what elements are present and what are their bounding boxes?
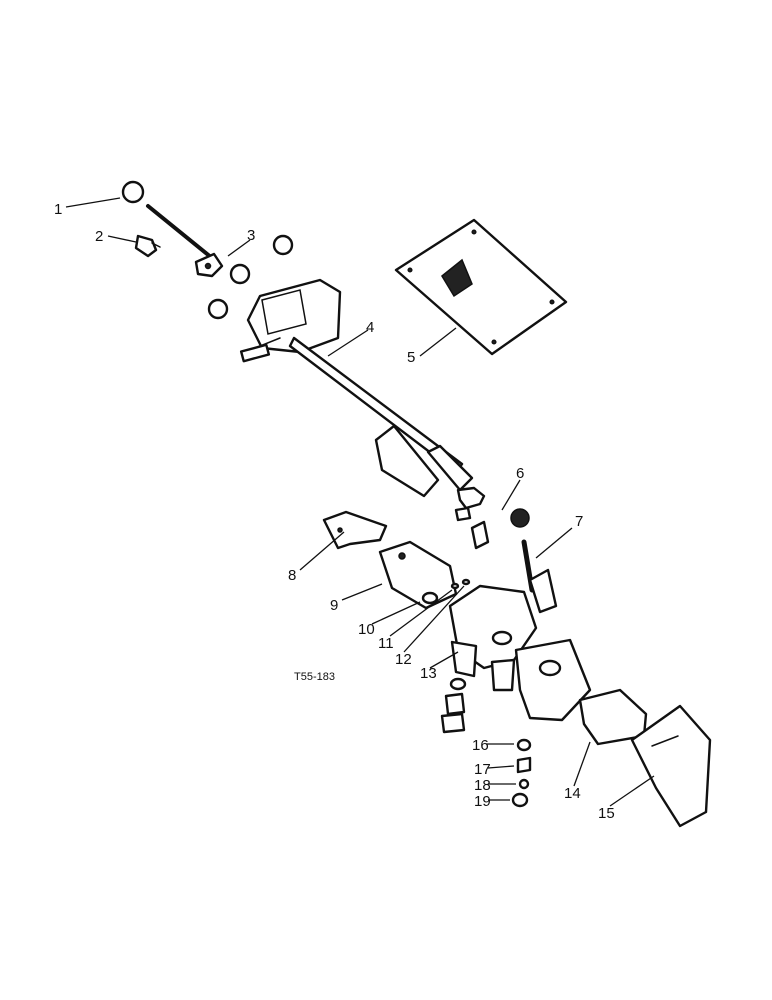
callout-13: 13 — [420, 665, 437, 682]
callout-9: 9 — [330, 597, 338, 614]
part-3-lever-fork — [194, 252, 224, 278]
callout-2: 2 — [95, 228, 103, 245]
callout-14: 14 — [564, 785, 581, 802]
part-1-lever-knob — [121, 180, 214, 260]
callout-11: 11 — [378, 635, 394, 652]
part-7-spool-lever — [521, 539, 558, 614]
part-10-seal — [421, 591, 439, 605]
callout-7: 7 — [575, 513, 583, 530]
callout-leader-lines — [65, 197, 655, 807]
part-11-seal — [450, 582, 460, 590]
part-13-valve-body — [448, 584, 592, 722]
callout-1: 1 — [54, 201, 62, 218]
part-18-fitting — [518, 778, 530, 790]
part-5-cover-plate — [394, 218, 568, 356]
callout-15: 15 — [598, 805, 615, 822]
callout-10: 10 — [358, 621, 375, 638]
part-6-link — [470, 508, 530, 550]
part-16-fitting — [516, 738, 532, 752]
part-4-control-shaft-assembly — [239, 278, 486, 522]
callout-16: 16 — [472, 737, 489, 754]
callout-18: 18 — [474, 777, 491, 794]
callout-5: 5 — [407, 349, 415, 366]
part-17-fitting — [516, 756, 532, 774]
part-2-fitting — [134, 234, 161, 258]
callout-8: 8 — [288, 567, 296, 584]
phantom-knob-positions — [207, 234, 294, 320]
reference-code: T55-183 — [294, 671, 335, 683]
part-8-bracket — [322, 510, 388, 550]
part-15-mounting-bracket — [630, 704, 712, 828]
callout-19: 19 — [474, 793, 491, 810]
callout-labels: 1 2 3 4 5 6 7 8 9 10 11 12 13 14 15 16 1… — [54, 201, 615, 822]
part-12-seal — [461, 578, 471, 586]
callout-12: 12 — [395, 651, 412, 668]
callout-3: 3 — [247, 227, 255, 244]
valve-fittings — [440, 677, 467, 734]
part-9-end-cover — [378, 540, 458, 610]
callout-4: 4 — [366, 319, 374, 336]
part-19-fitting — [511, 792, 529, 808]
callout-17: 17 — [474, 761, 491, 778]
callout-6: 6 — [516, 465, 524, 482]
